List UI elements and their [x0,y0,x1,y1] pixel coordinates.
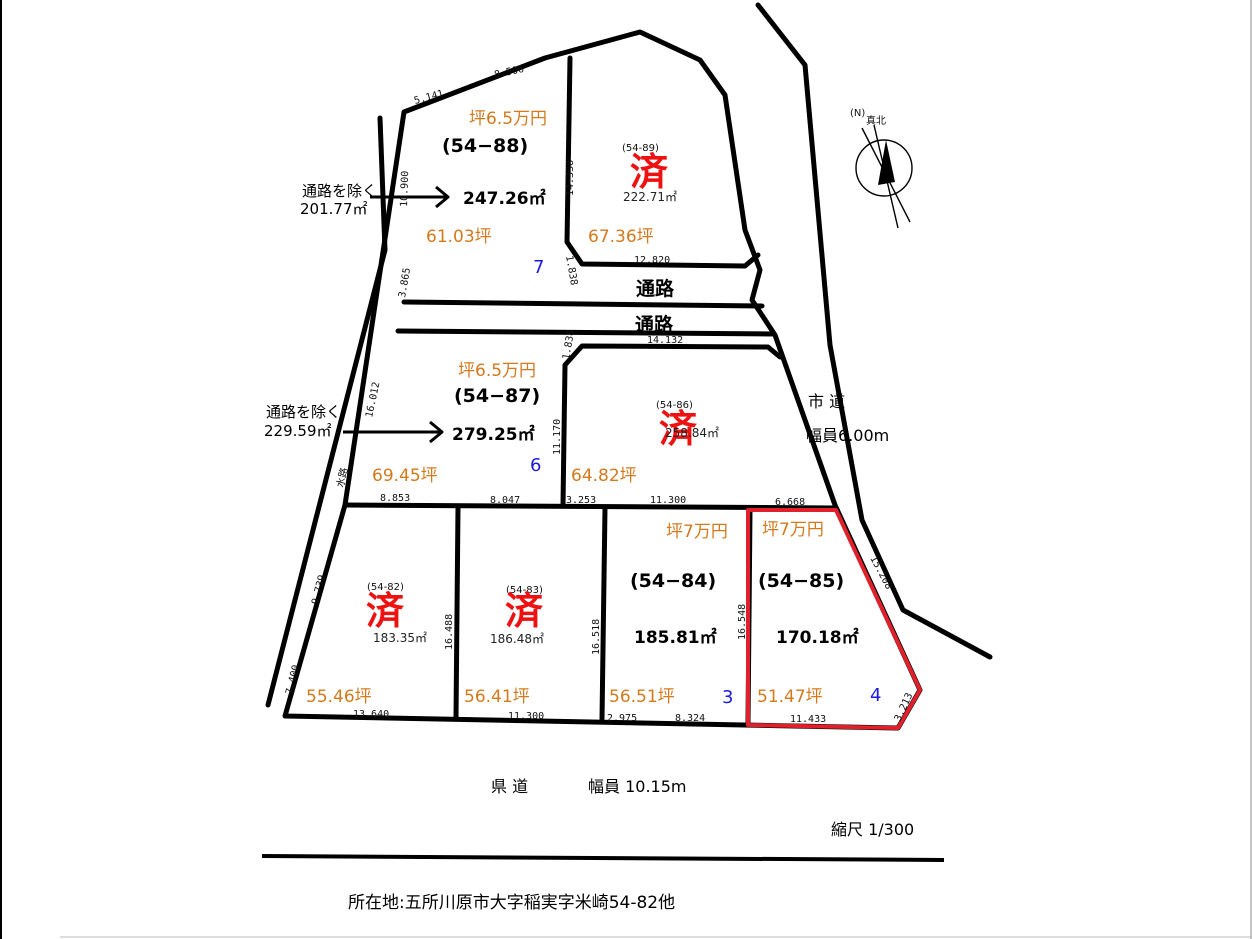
excluding-passage-label: 通路を除く [302,182,377,200]
city-road-width: 幅員6.00m [806,426,889,445]
lot-area: 186.48㎡ [490,632,544,646]
dimension-label: 9.739 [310,574,328,606]
scale-label: 縮尺 1/300 [831,820,914,839]
road-edge-line [261,854,945,862]
lot-price: 坪6.5万円 [458,361,536,381]
lot-area: 170.18㎡ [776,627,859,648]
lot-number-label: (54-82) [367,582,404,593]
lot-sequence-number: 4 [870,685,881,706]
lot-row-divider [342,502,838,511]
lot-54-82[interactable]: (54-82) 済 183.35㎡ 55.46坪 [306,582,427,707]
lot-tsubo: 61.03坪 [426,227,492,247]
lot-54-89[interactable]: (54-89) 済 222.71㎡ 67.36坪 [588,143,677,247]
lot-54-86[interactable]: (54-86) 済 258.84㎡ 64.82坪 [571,400,719,486]
dimension-label: 3.865 [397,267,413,299]
dimension-label: 16.548 [737,604,748,640]
lot-54-88[interactable]: 坪6.5万円 (54−88) 247.26㎡ 61.03坪 7 [426,109,547,278]
dimension-label: 16.488 [444,614,455,650]
passage-label: 通路 [635,313,674,336]
dimension-label: 14.338 [565,160,576,196]
lot-82-83-divider [453,504,461,720]
lot-86-boundary [560,343,783,508]
passage-south-edge [395,328,775,337]
lot-area: 247.26㎡ [463,188,546,209]
lot-number-label: (54-86) [656,400,693,411]
prefectural-road-label: 県 道 [491,777,528,796]
lot-price: 坪6.5万円 [469,109,547,129]
dimension-label: 6.668 [775,497,805,508]
lot-tsubo: 51.47坪 [757,687,823,707]
arrow-icon [370,185,450,209]
lot-number-label: (54−88) [442,135,528,157]
lot-area: 222.71㎡ [623,190,677,204]
dimension-label: 11.300 [508,711,544,722]
north-compass-icon: (N) 真北 [850,108,913,229]
lot-54-83[interactable]: (54-83) 済 186.48㎡ 56.41坪 [464,585,544,707]
dimension-label: 8.853 [380,493,410,504]
passage-north-edge [401,299,765,309]
lot-number-label: (54−87) [454,385,540,407]
lot-89-boundary [564,55,761,269]
lot-tsubo: 56.41坪 [464,687,530,707]
dimension-label: 8.506 [493,64,525,81]
lot-sequence-number: 3 [722,687,733,708]
city-road-edge [755,2,993,660]
dimension-label: 11.433 [790,714,826,725]
lot-tsubo: 69.45坪 [372,466,438,486]
arrow-icon [343,420,444,444]
lot-area: 279.25㎡ [452,424,535,445]
dimension-label: 8.324 [675,713,705,724]
dimension-label: 8.047 [490,495,520,506]
excluding-passage-label: 通路を除く [266,403,341,421]
dimension-label: 11.170 [552,419,563,455]
lot-number-label: (54-89) [622,143,659,154]
lot-price: 坪7万円 [762,520,824,540]
dimension-label: 1.838 [563,255,579,287]
excluding-passage-area: 201.77㎡ [300,200,368,218]
north-block-boundary [282,29,923,731]
lot-54-85[interactable]: 坪7万円 (54−85) 170.18㎡ 51.47坪 4 [757,520,881,707]
lot-tsubo: 56.51坪 [609,687,675,707]
passage-label: 通路 [636,277,675,300]
excluding-passage-area: 229.59㎡ [264,422,332,440]
prefectural-road-width: 幅員 10.15m [588,777,686,796]
lot-number-label: (54−84) [630,570,716,592]
dimension-label: 7.400 [284,664,302,696]
lot-tsubo: 67.36坪 [588,227,654,247]
sold-mark: 済 [366,589,405,633]
dimension-label: 3.253 [566,495,596,506]
sold-mark: 済 [630,150,669,194]
dimension-label: 12.820 [634,255,670,266]
lot-number-label: (54-83) [506,585,543,596]
lot-price: 坪7万円 [666,522,728,542]
lot-tsubo: 64.82坪 [571,466,637,486]
sold-mark: 済 [659,407,698,451]
lot-54-87[interactable]: 坪6.5万円 (54−87) 279.25㎡ 69.45坪 6 [372,361,541,486]
city-road-label: 市 道 [808,392,845,411]
dimension-label: 16.012 [364,381,382,419]
dimension-label: 1.838 [561,329,577,361]
lot-number-label: (54−85) [758,570,844,592]
sold-mark: 済 [505,589,544,633]
address-label: 所在地:五所川原市大字稲実字米崎54-82他 [348,893,675,913]
compass-n-label: (N) [850,108,865,119]
dimension-label: 2.975 [607,713,637,724]
lot-85-highlight[interactable] [746,508,922,730]
lot-tsubo: 55.46坪 [306,687,372,707]
dimension-label: 10.900 [399,171,411,207]
lot-area: 185.81㎡ [634,627,717,648]
lot-54-84[interactable]: 坪7万円 (54−84) 185.81㎡ 56.51坪 3 [609,522,733,708]
dimension-label: 16.518 [591,619,602,655]
lot-area: 258.84㎡ [665,426,719,440]
dimension-label: 13.640 [353,709,389,720]
lot-sequence-number: 7 [533,257,544,278]
lot-area: 183.35㎡ [373,631,427,645]
compass-true-north-label: 真北 [866,114,886,127]
lot-sequence-number: 6 [530,455,541,476]
dimension-label: 11.300 [650,495,686,506]
lot-83-84-divider [599,505,608,722]
dimension-label: 14.132 [647,335,683,346]
